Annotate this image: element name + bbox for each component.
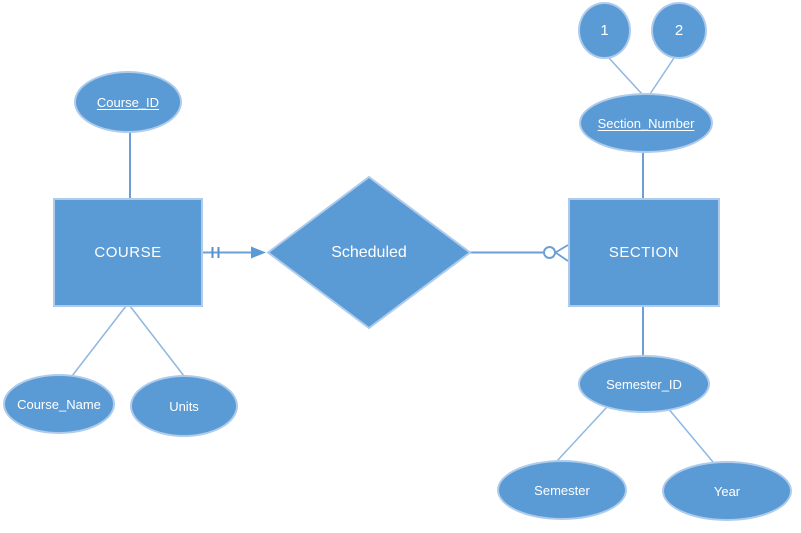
entity-course: COURSE <box>53 198 203 307</box>
entity-section: SECTION <box>568 198 720 307</box>
attribute-semester-label: Semester <box>534 482 590 498</box>
attribute-course-name-label: Course_Name <box>17 396 101 412</box>
entity-course-label: COURSE <box>94 244 162 261</box>
crow-foot-icon <box>554 251 569 262</box>
zero-ring-icon <box>543 246 556 259</box>
relationship-scheduled-diamond <box>266 175 472 330</box>
connector-semesterid-semester <box>556 406 608 462</box>
attribute-course-name: Course_Name <box>3 374 115 434</box>
connector-course-coursename <box>71 305 127 377</box>
attribute-section-number: Section_Number <box>579 93 713 153</box>
relationship-scheduled-label: Scheduled <box>294 241 444 264</box>
attribute-year: Year <box>662 461 792 521</box>
attribute-course-id-label: Course_ID <box>96 94 160 110</box>
attribute-units-label: Units <box>169 398 199 414</box>
attribute-course-id: Course_ID <box>74 71 182 133</box>
connector-circle2-sectionnumber <box>649 57 675 95</box>
crow-foot-icon <box>555 244 569 254</box>
arrow-right-icon <box>251 246 266 259</box>
annotation-circle-1-label: 1 <box>600 22 609 39</box>
attribute-year-label: Year <box>713 483 741 499</box>
connector-circle1-sectionnumber <box>607 56 643 95</box>
entity-section-label: SECTION <box>608 244 680 261</box>
connector-course-units <box>129 305 185 377</box>
attribute-semester: Semester <box>497 460 627 520</box>
annotation-circle-1: 1 <box>578 2 631 59</box>
attribute-units: Units <box>130 375 238 437</box>
attribute-section-number-label: Section_Number <box>597 115 695 131</box>
attribute-semester-id-label: Semester_ID <box>606 376 682 392</box>
annotation-circle-2-label: 2 <box>674 22 684 39</box>
annotation-circle-2: 2 <box>651 2 707 59</box>
relationship-label-text: Scheduled <box>331 243 407 261</box>
attribute-semester-id: Semester_ID <box>578 355 710 413</box>
connector-semesterid-year <box>666 406 714 463</box>
